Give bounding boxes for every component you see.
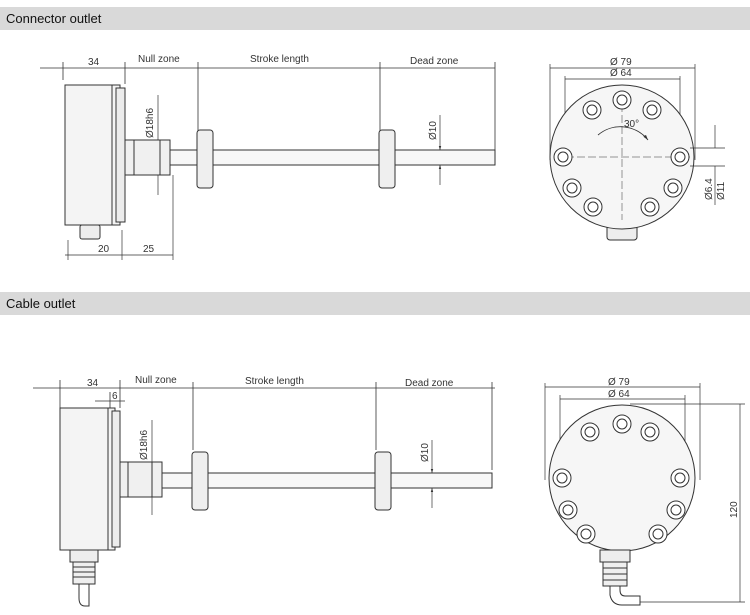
section-header-cable: Cable outlet	[0, 292, 750, 315]
dim-dia-64: Ø 64	[610, 68, 632, 79]
bolt-hole	[663, 178, 683, 198]
bolt-hole	[552, 468, 572, 488]
bolt-hole	[553, 147, 573, 167]
bolt-hole	[640, 422, 660, 442]
dim-dia-10: Ø10	[420, 443, 431, 462]
bolt-hole	[580, 422, 600, 442]
dim-dia-18h6: Ø18h6	[145, 108, 156, 138]
bolt-hole	[670, 147, 690, 167]
bolt-hole	[666, 500, 686, 520]
dim-34: 34	[87, 378, 99, 389]
cable-front-labels: Ø 79 Ø 64 120	[608, 377, 740, 518]
label-dead-zone: Dead zone	[410, 56, 459, 67]
section-title-cable: Cable outlet	[6, 296, 76, 311]
label-dead-zone: Dead zone	[405, 378, 454, 389]
bolt-hole	[640, 197, 660, 217]
label-stroke-length: Stroke length	[250, 54, 309, 65]
dim-dia-64: Ø 64	[608, 389, 630, 400]
dim-34: 34	[88, 57, 100, 68]
connector-side-view	[40, 62, 496, 260]
bolt-hole	[562, 178, 582, 198]
bolt-hole	[576, 524, 596, 544]
connector-side-labels: 34 Null zone Stroke length Dead zone Ø18…	[88, 54, 459, 255]
label-stroke-length: Stroke length	[245, 376, 304, 387]
cable-side-labels: 34 6 Null zone Stroke length Dead zone Ø…	[87, 375, 454, 462]
dim-angle-30: 30°	[624, 119, 639, 130]
bolt-hole	[642, 100, 662, 120]
connector-front-labels: Ø 79 Ø 64 30° Ø6.4 Ø11	[610, 57, 727, 200]
dim-6: 6	[112, 391, 118, 402]
dim-dia-6-4: Ø6.4	[704, 178, 715, 200]
cable-side-view	[33, 380, 495, 607]
dim-dia-10: Ø10	[428, 121, 439, 140]
label-null-zone: Null zone	[135, 375, 177, 386]
dim-dia-11: Ø11	[716, 181, 727, 200]
bolt-hole	[670, 468, 690, 488]
dim-dia-79: Ø 79	[610, 57, 632, 68]
bolt-hole	[612, 90, 632, 110]
cable-front-view	[544, 383, 745, 606]
label-null-zone: Null zone	[138, 54, 180, 65]
dim-25: 25	[143, 244, 155, 255]
bolt-hole	[648, 524, 668, 544]
section-title-connector: Connector outlet	[6, 11, 102, 26]
dim-dia-18h6: Ø18h6	[139, 430, 150, 460]
bolt-hole	[583, 197, 603, 217]
bolt-hole	[558, 500, 578, 520]
bolt-hole	[612, 414, 632, 434]
bolt-hole	[582, 100, 602, 120]
dim-20: 20	[98, 244, 110, 255]
dim-dia-79: Ø 79	[608, 377, 630, 388]
dim-120: 120	[729, 501, 740, 518]
section-header-connector: Connector outlet	[0, 7, 750, 30]
connector-front-view	[549, 64, 725, 241]
